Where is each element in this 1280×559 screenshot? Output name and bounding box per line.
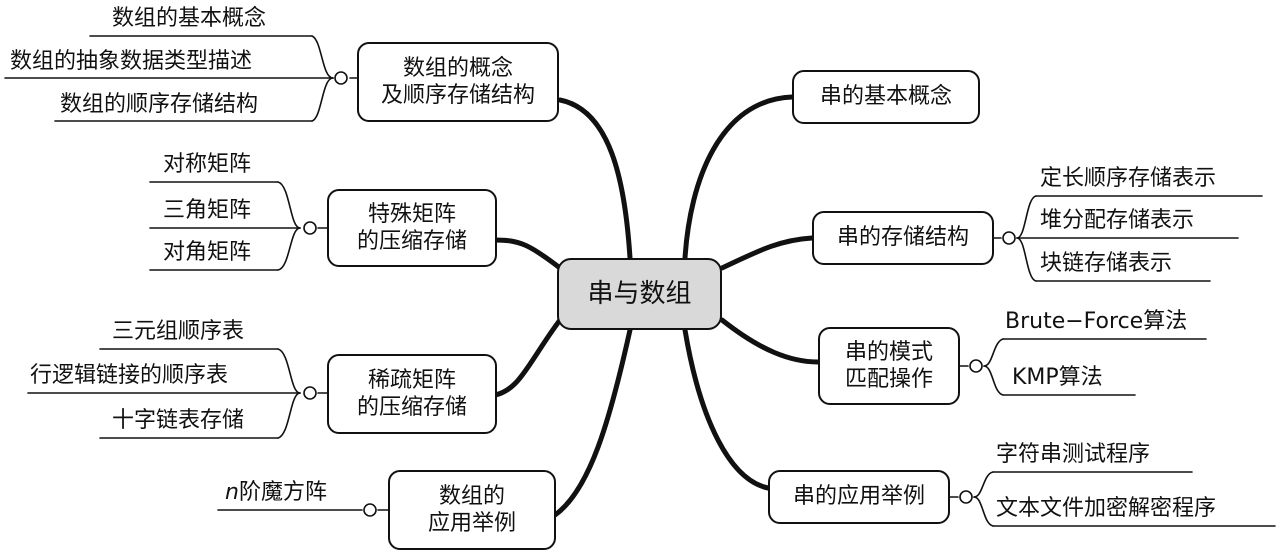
leaf-lines-left-2	[149, 181, 328, 271]
node-array-examples-line1: 数组的	[438, 483, 505, 509]
node-pattern-matching-line2: 匹配操作	[844, 367, 933, 392]
leaf-lines-right-2	[992, 195, 1263, 282]
leaf-fixed-length-storage: 定长顺序存储表示	[1040, 166, 1217, 191]
connector-knob-left-1	[334, 71, 348, 85]
branch-line-right-3	[719, 317, 821, 365]
node-special-matrix-line2: 的压缩存储	[356, 229, 467, 254]
connector-knob-left-2	[303, 221, 317, 235]
leaf-lines-left-1	[4, 35, 358, 122]
node-special-matrix: 特殊矩阵 的压缩存储	[327, 189, 497, 267]
leaf-magic-square-text: 阶魔方阵	[238, 480, 327, 505]
leaf-lines-right-4	[949, 471, 1276, 527]
node-string-basics-label: 串的基本概念	[819, 84, 952, 110]
node-special-matrix-line1: 特殊矩阵	[367, 201, 456, 227]
node-array-concept-line2: 及顺序存储结构	[380, 83, 535, 108]
leaf-orthogonal-list: 十字链表存储	[112, 408, 245, 433]
node-array-examples-line2: 应用举例	[427, 511, 516, 536]
node-array-concept: 数组的概念 及顺序存储结构	[357, 42, 559, 122]
node-array-concept-line1: 数组的概念	[402, 55, 513, 81]
leaf-string-test-program: 字符串测试程序	[996, 442, 1151, 467]
leaf-array-adt: 数组的抽象数据类型描述	[10, 49, 253, 74]
leaf-magic-square: n阶魔方阵	[225, 482, 327, 504]
leaf-triplet-table: 三元组顺序表	[112, 319, 245, 344]
leaf-lines-left-3	[27, 348, 328, 439]
node-sparse-matrix-line1: 稀疏矩阵	[367, 367, 456, 393]
branch-line-left-1	[557, 97, 633, 261]
leaf-heap-storage: 堆分配存储表示	[1040, 208, 1195, 233]
center-node: 串与数组	[557, 258, 722, 330]
leaf-triangular-matrix: 三角矩阵	[163, 198, 252, 223]
leaf-block-link-storage: 块链存储表示	[1040, 251, 1173, 276]
branch-line-right-4	[682, 327, 771, 491]
node-string-basics: 串的基本概念	[792, 70, 980, 124]
leaf-array-basic-concept: 数组的基本概念	[112, 6, 267, 31]
leaf-row-linked-table: 行逻辑链接的顺序表	[30, 363, 229, 388]
node-array-examples: 数组的 应用举例	[388, 470, 556, 550]
leaf-magic-square-variable: n	[225, 480, 239, 505]
node-string-examples-label: 串的应用举例	[792, 484, 925, 510]
node-sparse-matrix: 稀疏矩阵 的压缩存储	[327, 354, 497, 434]
branch-line-left-2	[492, 237, 563, 271]
connector-knob-right-4	[959, 490, 973, 504]
connector-knob-left-4	[363, 503, 377, 517]
branch-line-left-4	[552, 327, 633, 518]
connector-knob-right-2	[1002, 231, 1016, 245]
node-string-storage: 串的存储结构	[812, 211, 994, 265]
connector-knob-right-3	[969, 359, 983, 373]
leaf-kmp: KMP算法	[1012, 365, 1103, 390]
branch-line-right-1	[682, 94, 795, 261]
node-pattern-matching-line1: 串的模式	[844, 339, 933, 365]
branch-line-right-2	[719, 235, 815, 271]
center-label: 串与数组	[587, 278, 692, 309]
connector-knob-left-3	[303, 386, 317, 400]
leaf-file-encryption-program: 文本文件加密解密程序	[996, 496, 1217, 521]
leaf-array-sequential: 数组的顺序存储结构	[60, 92, 259, 117]
leaf-brute-force: Brute−Force算法	[1005, 309, 1188, 334]
node-sparse-matrix-line2: 的压缩存储	[356, 395, 467, 420]
node-pattern-matching: 串的模式 匹配操作	[818, 327, 960, 405]
branch-line-left-3	[492, 317, 563, 398]
node-string-storage-label: 串的存储结构	[836, 225, 969, 251]
leaf-symmetric-matrix: 对称矩阵	[163, 152, 252, 177]
node-string-examples: 串的应用举例	[768, 470, 950, 524]
leaf-diagonal-matrix: 对角矩阵	[163, 240, 252, 265]
leaf-lines-right-3	[959, 338, 1207, 396]
